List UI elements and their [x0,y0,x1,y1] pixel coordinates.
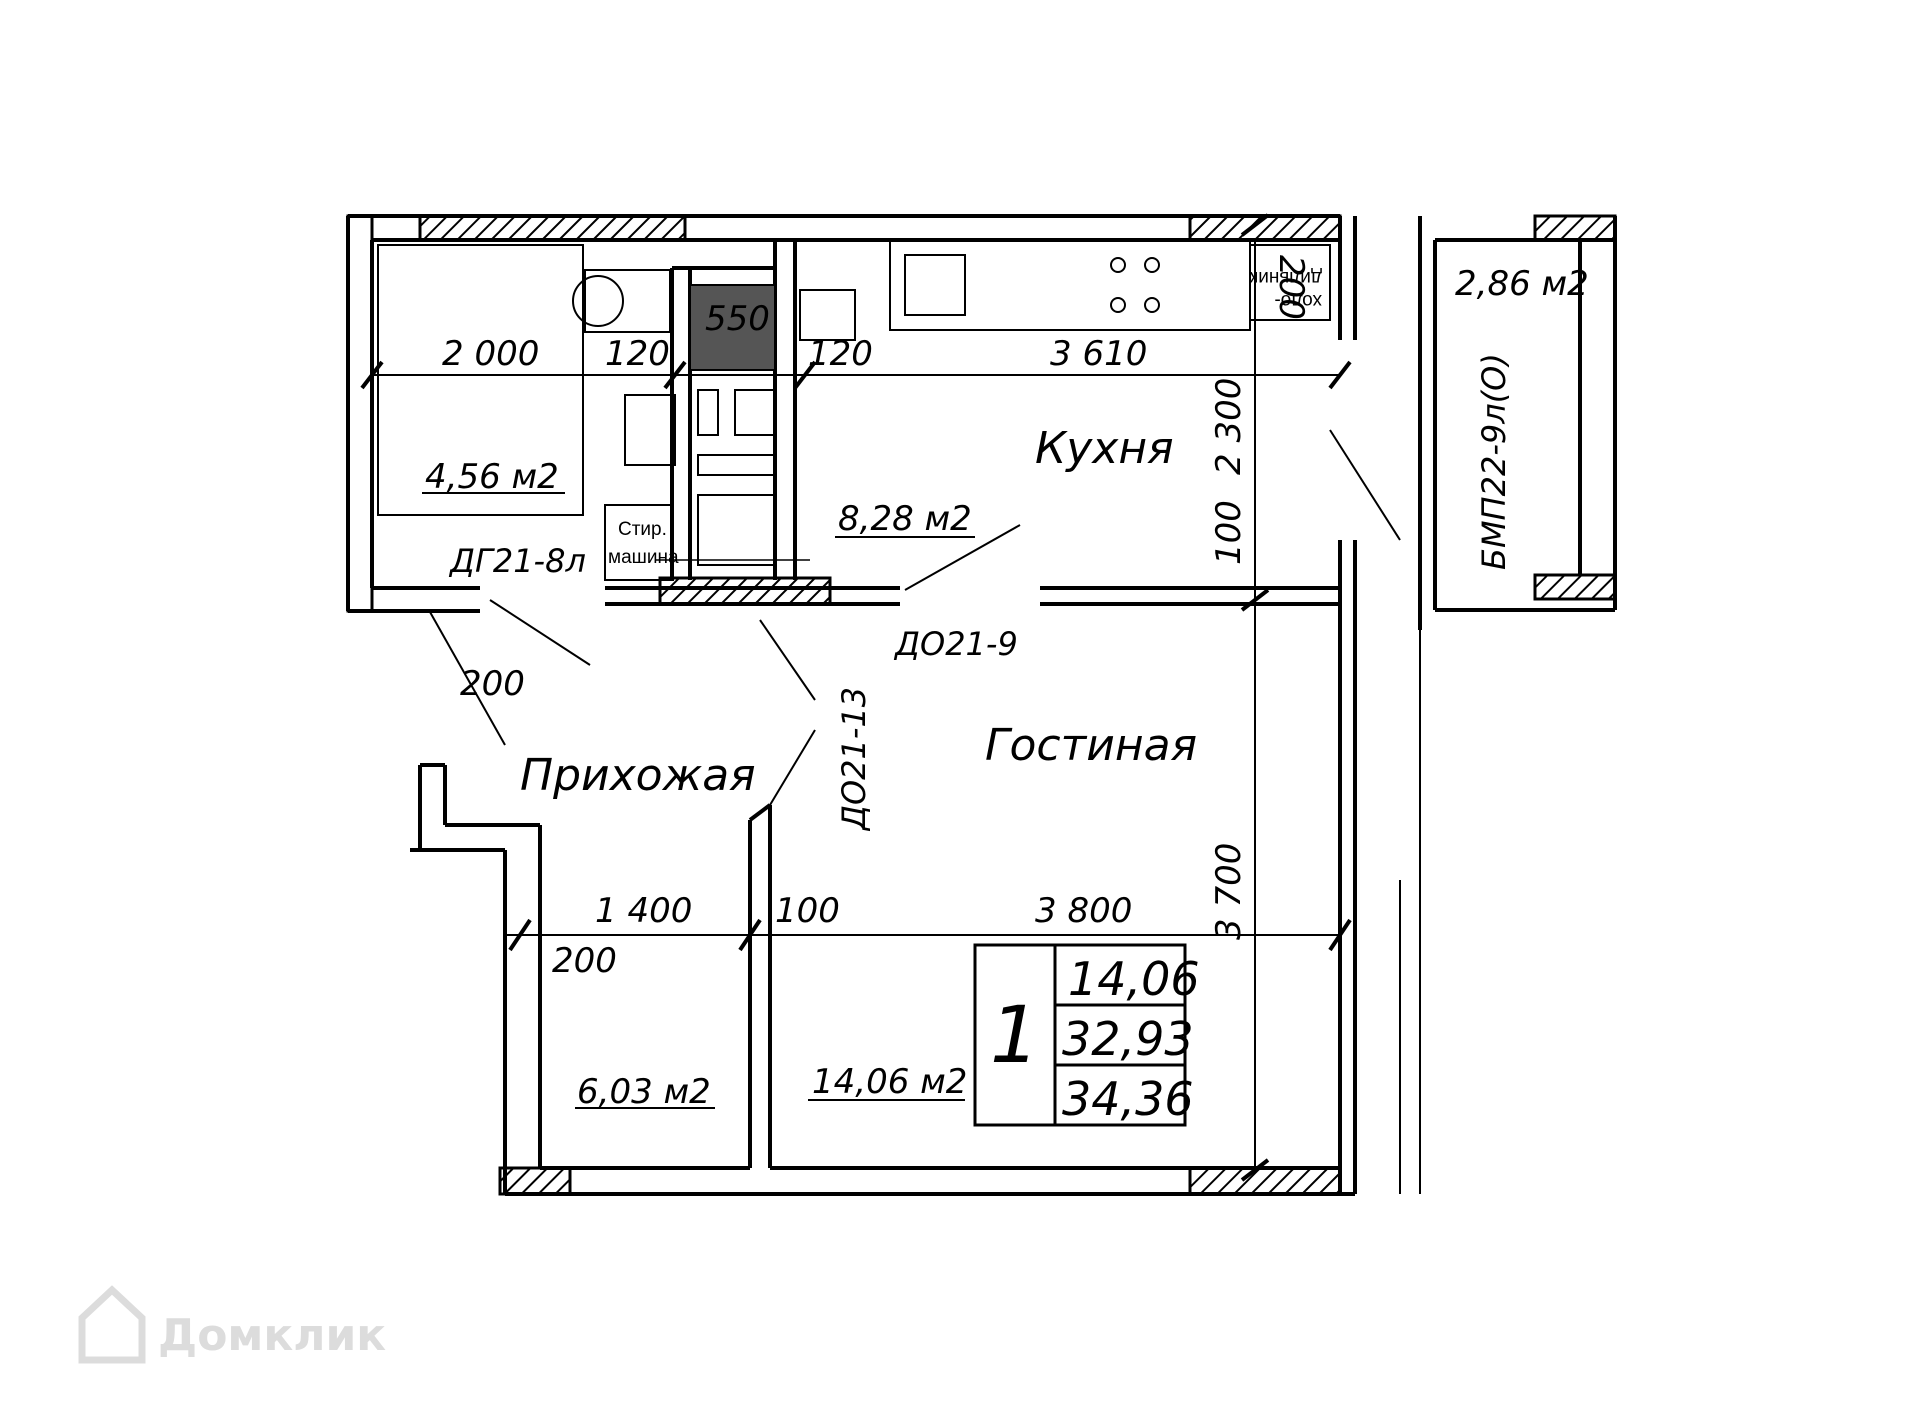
fridge-label-1: холо- [1274,290,1322,311]
dim-kitchen-depth: 2 300 [1209,378,1249,475]
toilet [584,269,671,333]
living-area: 14,06 м2 [812,1062,967,1102]
kitchen-counter [889,239,1251,331]
fixtures [377,239,1331,581]
watermark: Домклик [78,1285,386,1364]
dim-bath-width: 2 000 [442,334,539,374]
door-living: ДО21-13 [835,687,873,832]
fridge [1249,244,1331,321]
washer-label-2: машина [608,547,679,568]
dim-wall-100-right: 100 [1209,500,1249,565]
kitchen-area: 8,28 м2 [838,499,972,539]
bathroom-area: 4,56 м2 [425,457,559,497]
dim-fridge-200: 200 [1271,255,1311,320]
bath-sink [624,394,676,466]
dim-hall-width: 1 400 [595,891,692,931]
exterior-walls [346,214,1617,1196]
dim-wall-120-a: 120 [605,334,670,374]
dim-wall-200-left: 200 [460,664,525,704]
summary-total-area: 32,93 [1062,1012,1194,1066]
summary-total-with-balcony: 34,36 [1062,1072,1194,1126]
hall-name: Прихожая [520,750,756,801]
kitchen-sink [904,254,966,316]
apartment-number: 1 [990,991,1040,1081]
home-icon [78,1285,146,1364]
hall-closet-area: 6,03 м2 [577,1072,711,1112]
dim-living-width: 3 800 [1035,891,1132,931]
dim-wall-100-bottom: 100 [775,891,840,931]
door-balcony: БМП22-9л(О) [1475,353,1513,570]
area-underlines [422,492,975,1109]
door-swings [429,429,1401,806]
living-name: Гостиная [985,720,1197,771]
summary-living-area: 14,06 [1068,952,1200,1006]
dim-kitchen-width: 3 610 [1050,334,1147,374]
door-bath: ДГ21-8л [448,542,586,580]
washer-label-1: Стир. [618,519,667,540]
kitchen-name: Кухня [1035,423,1174,474]
dim-living-depth: 3 700 [1209,843,1249,940]
fridge-label-2: дильник [1249,267,1322,288]
washing-machine [604,504,674,581]
dim-wall-120-b: 120 [808,334,873,374]
dim-wall-200-bottom: 200 [552,941,617,981]
dim-vent-550: 550 [705,299,770,339]
wall-outlines [346,214,1617,1196]
dimension-lines [360,213,1352,1182]
door-kitchen: ДО21-9 [893,625,1018,663]
bathtub [377,244,584,516]
watermark-text: Домклик [158,1310,386,1361]
balcony-area: 2,86 м2 [1455,264,1589,304]
summary-box [973,943,1187,1127]
